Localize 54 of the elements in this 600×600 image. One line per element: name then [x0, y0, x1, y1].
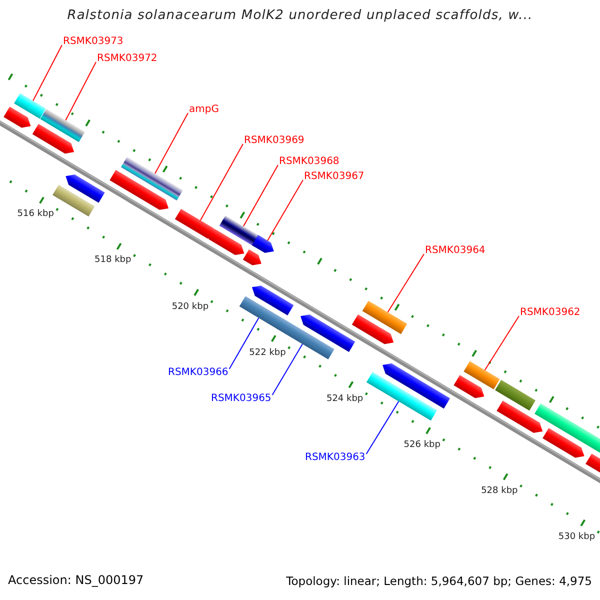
- scale-label: 516 kbp: [16, 210, 55, 220]
- gene-bar: [366, 372, 438, 421]
- scale-label: 522 kbp: [248, 348, 287, 359]
- gene-feature: [496, 400, 543, 433]
- gene-label: RSMK03962: [520, 307, 580, 318]
- leader-line: [228, 317, 260, 370]
- gene-label: RSMK03973: [63, 36, 124, 47]
- chart-title: Ralstonia solanacearum MolK2 unordered unplaced scaffolds, w...: [66, 9, 534, 24]
- gene-bar: [362, 300, 408, 334]
- gene-feature: [252, 234, 274, 253]
- scale-label: 524 kbp: [325, 394, 364, 405]
- gene-label: RSMK03969: [244, 135, 304, 146]
- leader-line: [366, 400, 400, 454]
- gene-feature: [352, 314, 394, 344]
- gene-label: RSMK03965: [211, 393, 272, 404]
- scale-label: 518 kbp: [94, 256, 132, 266]
- scale-label: 530 kbp: [557, 532, 596, 543]
- leader-line: [65, 62, 96, 121]
- gene-bar: [495, 380, 536, 411]
- gene-feature: [252, 286, 294, 316]
- leader-line: [200, 144, 244, 221]
- gene-feature: [454, 375, 484, 398]
- gene-bar: [239, 296, 284, 330]
- gene-label: RSMK03972: [97, 53, 158, 64]
- gene-bar: [52, 184, 95, 217]
- accession-text: Accession: NS_000197: [8, 574, 144, 588]
- gene-bar: [14, 93, 46, 119]
- gene-feature: [66, 174, 105, 203]
- gene-feature: [382, 363, 450, 409]
- leader-line: [154, 112, 188, 174]
- leader-line: [484, 316, 520, 371]
- gene-label: RSMK03968: [279, 156, 340, 167]
- gene-bar: [120, 156, 183, 200]
- scale-label: 520 kbp: [170, 302, 210, 312]
- gene-label: RSMK03967: [304, 171, 364, 182]
- gene-feature: [110, 170, 169, 210]
- scale-label: 528 kbp: [480, 486, 519, 497]
- scale-label: 526 kbp: [402, 440, 442, 451]
- gene-bar: [40, 108, 85, 142]
- gene-label: RSMK03966: [168, 367, 228, 378]
- gene-label: RSMK03963: [305, 452, 366, 463]
- gene-feature: [4, 106, 31, 128]
- gene-feature: [542, 428, 584, 458]
- leader-line: [267, 180, 304, 242]
- gene-feature: [300, 314, 356, 352]
- gene-feature: [174, 208, 217, 239]
- gene-bar: [464, 361, 500, 390]
- gene-label: RSMK03964: [425, 245, 486, 256]
- gene-label: ampG: [189, 104, 219, 115]
- gene-feature: [208, 228, 244, 256]
- leader-line: [387, 254, 424, 313]
- genome-stats-text: Topology: linear; Length: 5,964,607 bp; Genes: 4,975: [286, 575, 592, 588]
- leader-line: [242, 164, 278, 227]
- gene-feature: [32, 124, 74, 154]
